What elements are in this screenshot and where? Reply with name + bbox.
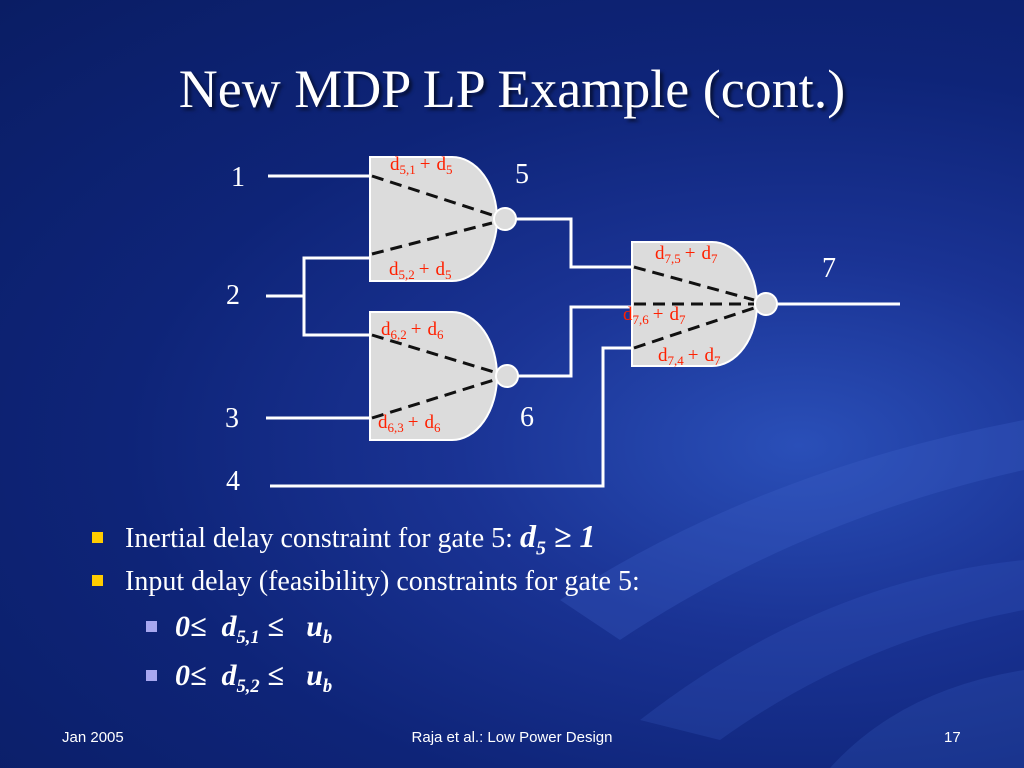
delay-label-d62: d6,2+d6 <box>381 319 444 342</box>
bullet-math: d5 ≥ 1 <box>519 518 596 560</box>
bullet-square-icon <box>92 575 103 587</box>
gate-7-inverter-bubble <box>754 292 778 316</box>
gate-label-5: 5 <box>515 159 529 190</box>
input-label-4: 4 <box>226 466 240 497</box>
subbullet-square-icon <box>146 669 157 681</box>
delay-label-d51: d5,1+d5 <box>390 154 452 177</box>
subbullet-d52: 0≤ d5,2 ≤ ub <box>146 659 332 698</box>
wire-input-2-to-gate5 <box>266 256 370 298</box>
input-label-1: 1 <box>231 162 245 193</box>
gate-7 <box>631 241 778 367</box>
gate-5-inverter-bubble <box>493 207 517 231</box>
bullet-text: Inertial delay constraint for gate 5: <box>125 523 513 554</box>
bullet-text: Input delay (feasibility) constraints fo… <box>125 566 640 597</box>
bullet-input-delay: Input delay (feasibility) constraints fo… <box>92 566 640 598</box>
bullet-inertial-delay: Inertial delay constraint for gate 5: d5… <box>92 518 595 560</box>
slide-title: New MDP LP Example (cont.) <box>178 59 846 119</box>
delay-label-d63: d6,3+d6 <box>378 412 441 435</box>
wire-input-4 <box>270 346 632 488</box>
input-label-2: 2 <box>226 280 240 311</box>
subbullet-d51: 0≤ d5,1 ≤ ub <box>146 610 332 649</box>
gate-6 <box>369 311 519 441</box>
delay-label-d76: d7,6+d7 <box>623 304 686 327</box>
gate-6-inverter-bubble <box>495 364 519 388</box>
bullet-square-icon <box>92 532 103 544</box>
wire-gate5-out <box>516 217 632 269</box>
delay-labels: d5,1+d5 d5,2+d5 d6,2+d6 d6,3+d6 d7,5+d7 … <box>378 154 721 435</box>
node-labels: 1 2 3 4 5 6 7 <box>225 159 836 497</box>
delay-label-d52: d5,2+d5 <box>389 259 451 282</box>
input-label-3: 3 <box>225 403 239 434</box>
gate-label-6: 6 <box>520 402 534 433</box>
footer-page-number: 17 <box>944 729 961 746</box>
gate-label-7: 7 <box>822 253 836 284</box>
circuit-wires <box>266 174 900 488</box>
delay-label-d75: d7,5+d7 <box>655 243 718 266</box>
wire-input-2-to-gate6 <box>302 296 370 337</box>
gate-5 <box>369 156 517 282</box>
subbullet-square-icon <box>146 620 157 632</box>
wire-gate6-out <box>518 305 632 378</box>
footer-date: Jan 2005 <box>62 729 124 746</box>
footer-center: Raja et al.: Low Power Design <box>411 729 613 746</box>
delay-label-d74: d7,4+d7 <box>658 345 721 368</box>
